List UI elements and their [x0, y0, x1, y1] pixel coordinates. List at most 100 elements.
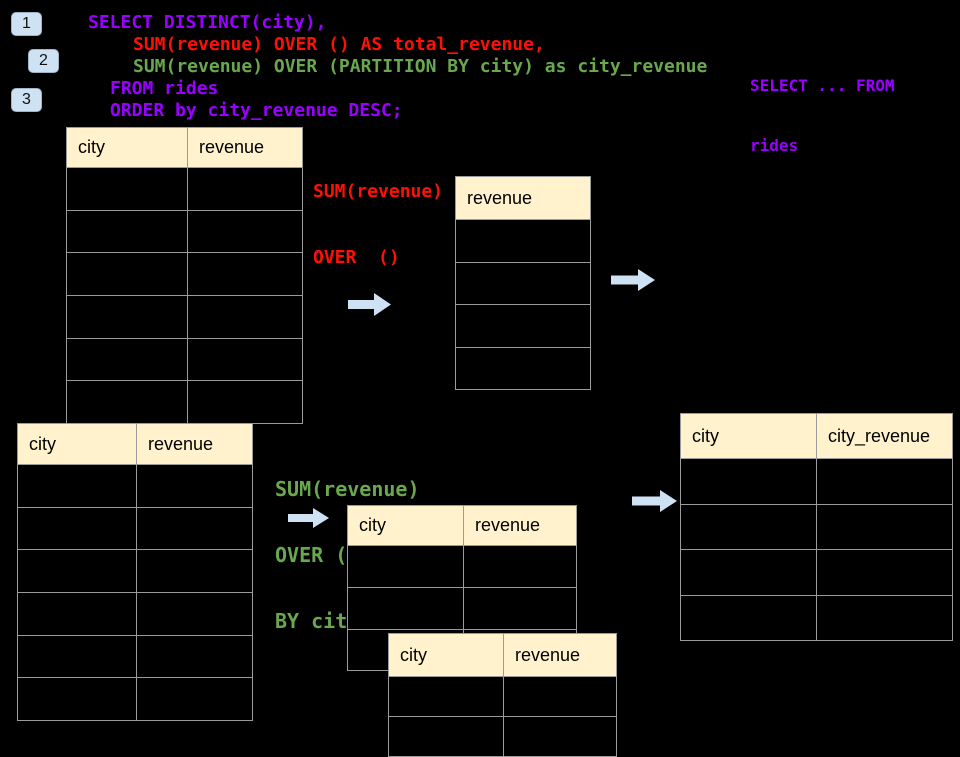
table-row: [67, 380, 302, 424]
table-cell: [67, 381, 188, 424]
table-cell: [18, 465, 137, 507]
total-revenue-label: SUM(revenue) OVER (): [313, 137, 443, 313]
table-row: [389, 676, 616, 716]
table-cell: [67, 296, 188, 338]
flow-arrow-right-icon: [611, 269, 655, 291]
table-cell: [456, 220, 590, 262]
table-cell: [188, 168, 302, 210]
table-row: [18, 592, 252, 635]
table-row: [18, 634, 252, 678]
sql-line-total-revenue: SUM(revenue) OVER () AS total_revenue,: [133, 34, 545, 55]
column-header-city: city: [348, 506, 464, 545]
table-header-row: city revenue: [389, 634, 616, 676]
table-cell: [348, 587, 464, 629]
table-cell: [348, 546, 464, 587]
column-header-city: city: [18, 424, 137, 464]
table-cell: [137, 465, 252, 507]
table-cell: [188, 253, 302, 295]
table-total-revenue-result: revenue: [455, 176, 591, 390]
table-row: [348, 586, 576, 629]
step-badge-1: 1: [11, 12, 42, 36]
slide-canvas: 1 2 3 SELECT DISTINCT(city), SUM(revenue…: [11, 12, 953, 757]
table-cell: [817, 505, 952, 550]
table-cell: [188, 339, 302, 381]
table-cell: [504, 717, 616, 756]
table-cell: [137, 593, 252, 635]
sql-line-city-revenue: SUM(revenue) OVER (PARTITION BY city) as…: [133, 56, 708, 77]
table-cell: [67, 253, 188, 296]
column-header-city-revenue: city_revenue: [828, 425, 931, 446]
table-cell: [817, 596, 952, 641]
table-row: [67, 209, 302, 253]
table-row: [67, 337, 302, 381]
table-row: [681, 503, 952, 550]
column-header-revenue: revenue: [148, 433, 214, 454]
column-header-revenue: revenue: [467, 187, 533, 208]
table-city-revenue-result: city city_revenue: [680, 413, 953, 641]
table-row: [348, 545, 576, 587]
step-badge-2: 2: [28, 49, 59, 73]
table-cell: [188, 381, 302, 423]
flow-arrow-right-icon: [632, 490, 677, 512]
table-cell: [681, 504, 817, 549]
table-source-rides-bottom: city revenue: [17, 423, 253, 722]
city-revenue-label-line1: SUM(revenue): [275, 477, 420, 501]
table-cell: [681, 459, 817, 504]
table-cell: [681, 550, 817, 595]
table-cell: [18, 635, 137, 678]
table-row: [18, 549, 252, 593]
table-cell: [456, 263, 590, 305]
table-cell: [188, 211, 302, 253]
table-cell: [137, 508, 252, 550]
column-header-city: city: [681, 414, 817, 458]
table-cell: [504, 677, 616, 716]
table-partition-overlay: city revenue: [388, 633, 617, 757]
select-from-note: SELECT ... FROM rides: [750, 36, 895, 196]
table-row: [389, 716, 616, 756]
table-header-row: city city_revenue: [681, 414, 952, 458]
sql-line-from: FROM rides: [110, 78, 219, 99]
table-body: [389, 676, 616, 756]
table-row: [456, 219, 590, 262]
table-header-row: city revenue: [18, 424, 252, 464]
table-header-row: city revenue: [348, 506, 576, 545]
table-cell: [464, 588, 576, 629]
table-row: [67, 252, 302, 296]
table-row: [18, 677, 252, 721]
table-cell: [137, 636, 252, 678]
table-row: [67, 167, 302, 210]
table-cell: [67, 168, 188, 210]
table-header-row: revenue: [456, 177, 590, 219]
table-cell: [681, 595, 817, 640]
table-cell: [456, 305, 590, 347]
column-header-city: city: [67, 128, 188, 167]
table-cell: [137, 550, 252, 592]
table-row: [681, 594, 952, 641]
table-source-rides-top: city revenue: [66, 127, 303, 425]
select-from-note-line2: rides: [750, 136, 799, 155]
flow-arrow-right-icon: [348, 293, 391, 316]
step-badge-3: 3: [11, 88, 42, 112]
table-row: [456, 346, 590, 390]
table-cell: [18, 593, 137, 635]
table-cell: [18, 678, 137, 721]
table-row: [18, 506, 252, 550]
table-header-row: city revenue: [67, 128, 302, 167]
column-header-city: city: [389, 634, 504, 676]
table-cell: [456, 348, 590, 390]
select-from-note-line1: SELECT ... FROM: [750, 76, 895, 95]
column-header-revenue: revenue: [475, 515, 541, 535]
sql-line-select: SELECT DISTINCT(city),: [88, 12, 327, 33]
flow-arrow-right-icon: [288, 508, 329, 528]
table-cell: [67, 338, 188, 381]
table-body: [456, 219, 590, 389]
column-header-revenue: revenue: [199, 137, 265, 157]
table-body: [18, 464, 252, 721]
table-row: [456, 261, 590, 305]
table-row: [681, 549, 952, 595]
table-row: [681, 458, 952, 504]
table-cell: [817, 459, 952, 504]
table-cell: [18, 507, 137, 550]
column-header-revenue: revenue: [515, 644, 581, 665]
table-row: [18, 464, 252, 507]
